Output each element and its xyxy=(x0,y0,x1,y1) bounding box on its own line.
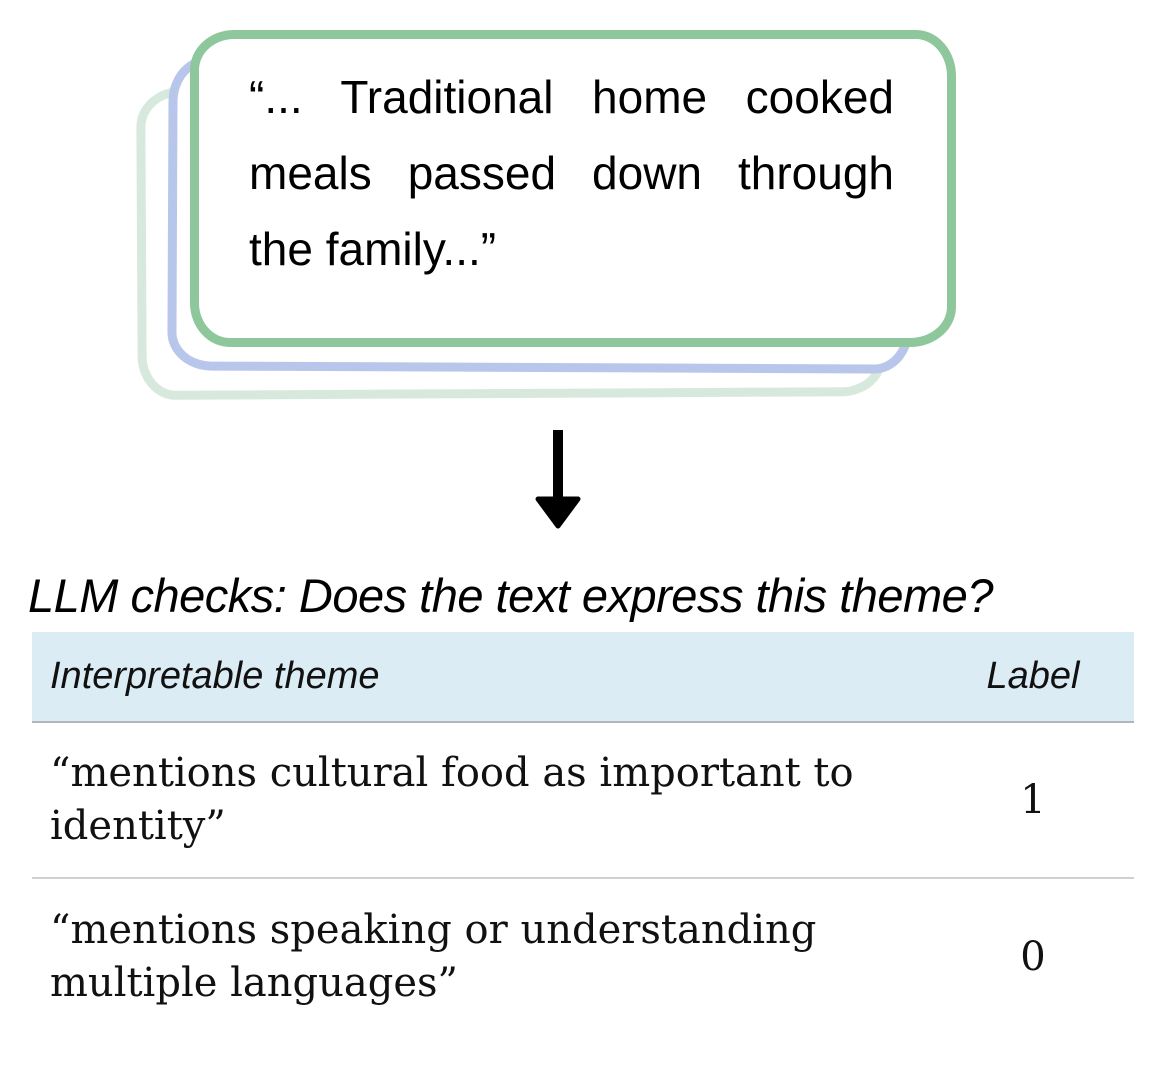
label-column-header: Label xyxy=(932,632,1134,723)
table-row: “mentions speaking or understanding mult… xyxy=(32,877,1134,1034)
label-cell: 1 xyxy=(1020,777,1046,823)
document-card-front: “... Traditional home cooked meals passe… xyxy=(190,30,956,347)
llm-check-caption: LLM checks: Does the text express this t… xyxy=(28,569,993,622)
down-arrow-icon xyxy=(535,430,581,529)
theme-label-table: Interpretable theme Label “mentions cult… xyxy=(32,632,1134,1034)
theme-column-header: Interpretable theme xyxy=(32,632,932,723)
theme-cell: “mentions speaking or understanding mult… xyxy=(32,877,932,1034)
document-excerpt: “... Traditional home cooked meals passe… xyxy=(249,71,894,275)
label-cell: 0 xyxy=(932,877,1134,1034)
table-header-row: Interpretable theme Label xyxy=(32,632,1134,723)
theme-cell: “mentions cultural food as important to … xyxy=(50,750,854,849)
table-row: “mentions cultural food as important to … xyxy=(32,722,1134,878)
